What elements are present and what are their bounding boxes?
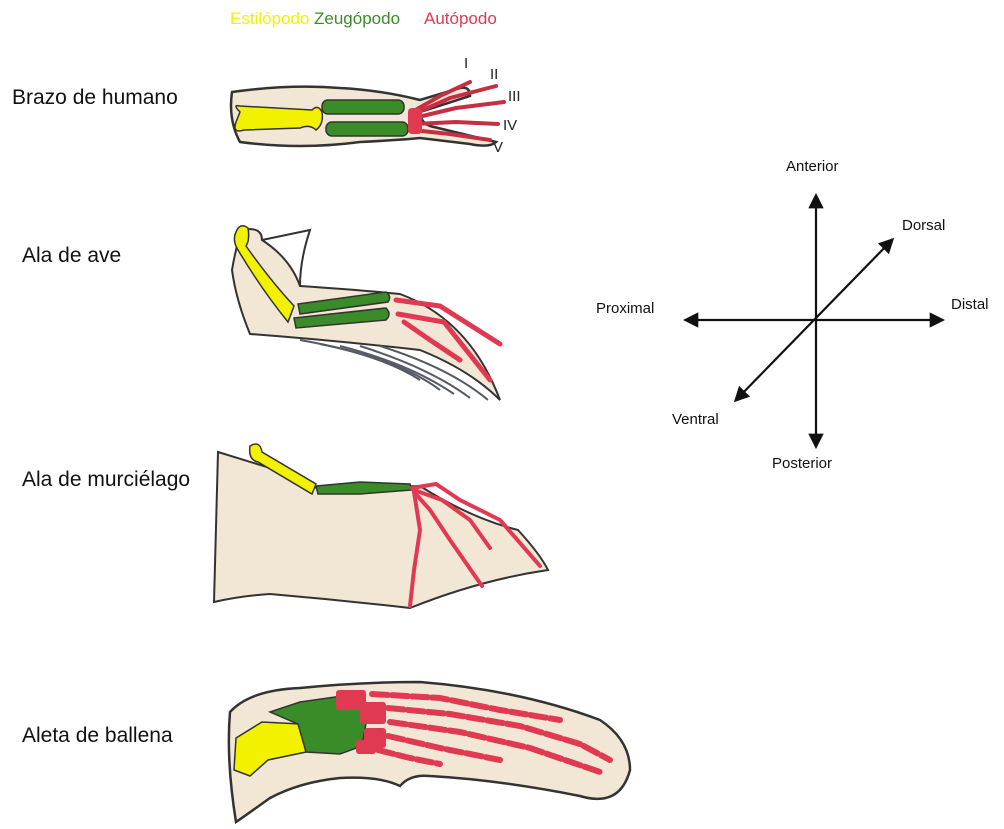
human-carpals: [408, 108, 422, 134]
bird-wing: [232, 226, 500, 400]
orientation-axes: [686, 196, 942, 446]
whale-flipper: [229, 682, 630, 822]
bat-wing-membrane: [214, 452, 548, 608]
bat-wing: [214, 444, 548, 608]
human-radius: [322, 100, 404, 114]
human-humerus: [235, 106, 322, 131]
human-ulna: [326, 122, 408, 136]
human-arm: [231, 82, 504, 146]
